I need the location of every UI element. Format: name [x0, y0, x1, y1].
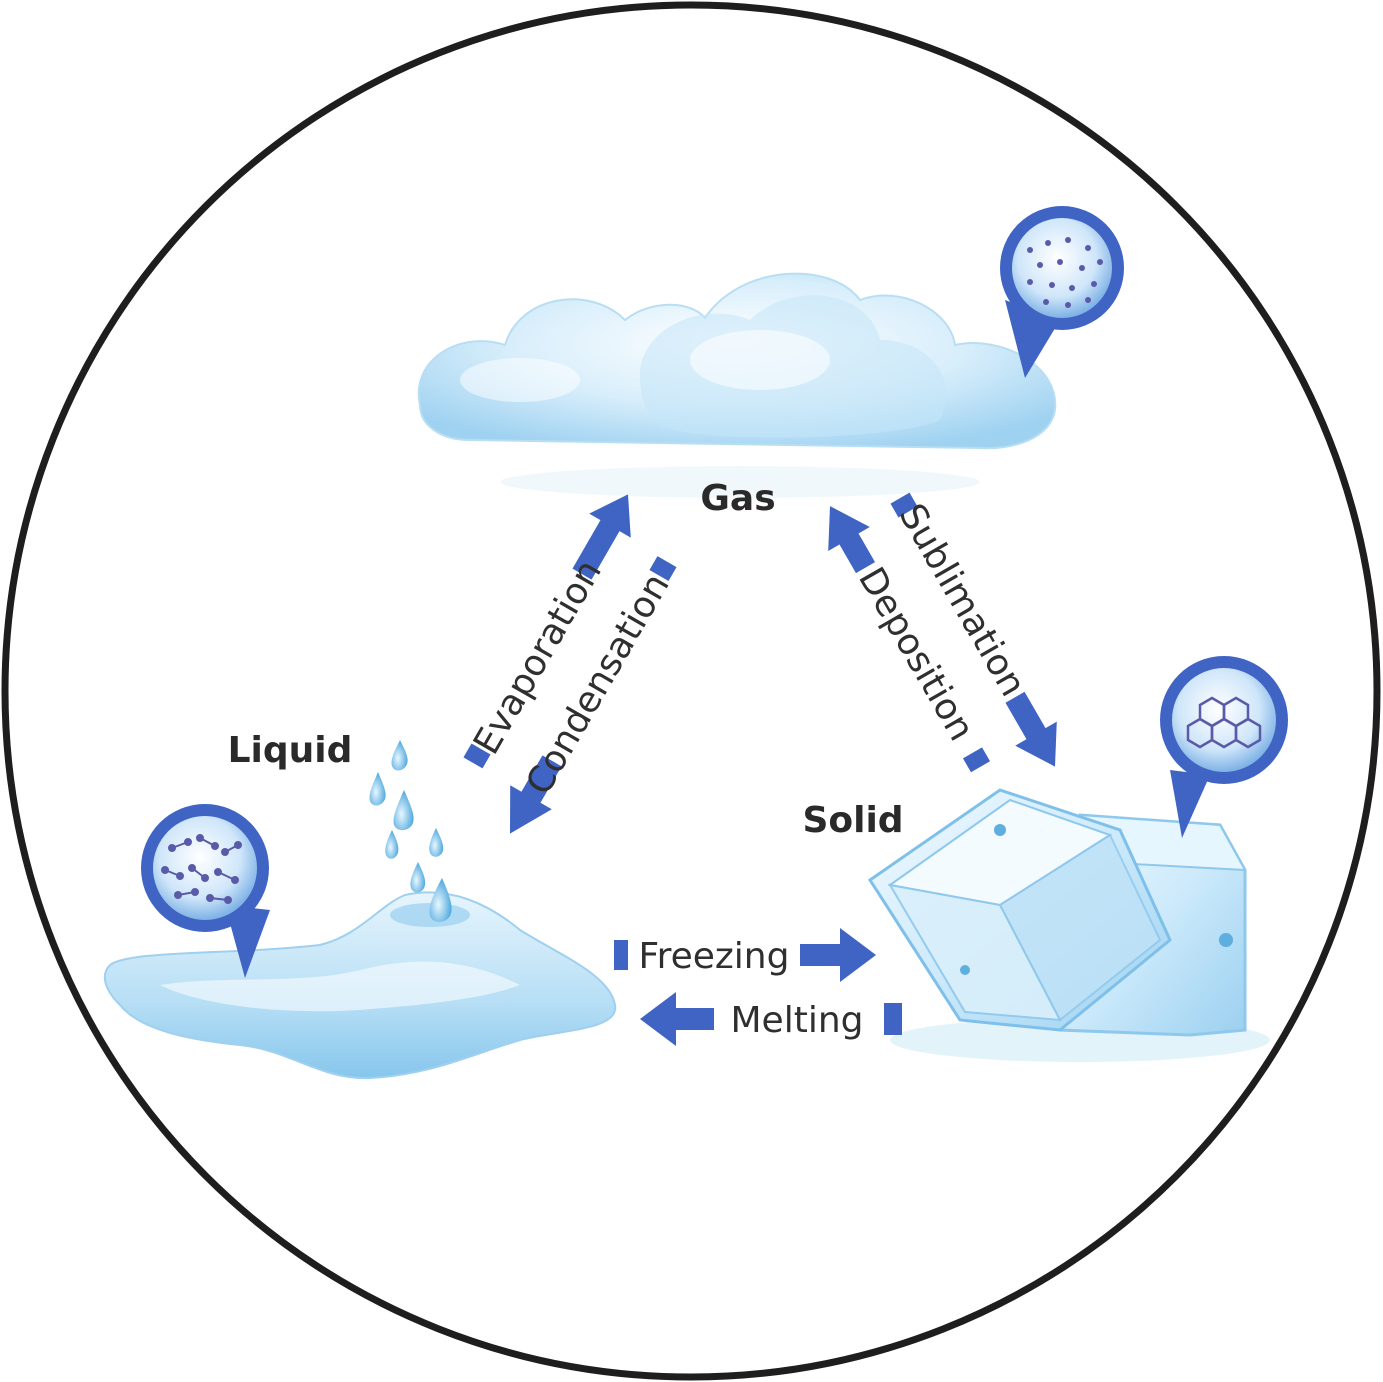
- gas-molecule-dots: [1027, 237, 1103, 308]
- solid-label: Solid: [802, 800, 903, 841]
- melting-arrow: [640, 992, 902, 1046]
- sublimation-arrow: [890, 492, 1057, 767]
- ice-cubes-illustration: [867, 788, 1270, 1062]
- liquid-molecules-pin: [141, 804, 270, 978]
- deposition-arrow: [828, 506, 991, 773]
- melting-label: Melting: [731, 1000, 864, 1041]
- solid-lattice: [1186, 696, 1262, 749]
- liquid-label: Liquid: [228, 730, 353, 771]
- gas-molecules-pin: [1000, 206, 1124, 378]
- water-drops: [369, 740, 452, 922]
- evaporation-arrow: [463, 494, 631, 769]
- condensation-arrow: [510, 556, 677, 834]
- gas-label: Gas: [700, 478, 775, 519]
- cloud-illustration: [417, 272, 1057, 498]
- liquid-molecule-chains: [161, 834, 242, 904]
- puddle-illustration: [103, 891, 617, 1080]
- freezing-arrow: [614, 928, 876, 982]
- solid-molecules-pin: [1160, 656, 1288, 838]
- freezing-label: Freezing: [639, 936, 790, 977]
